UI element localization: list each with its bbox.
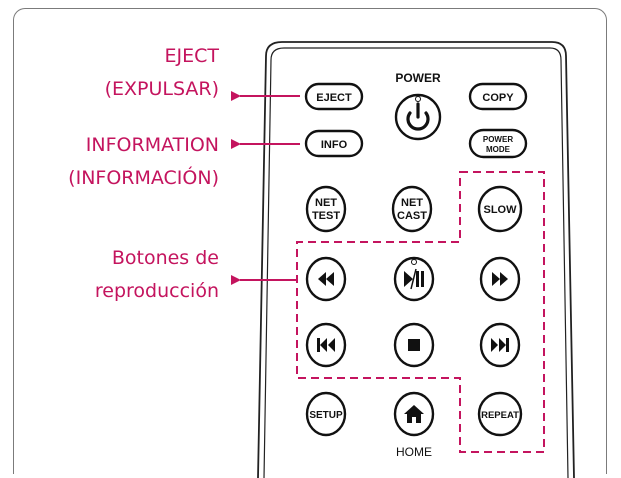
net-test-label-1: NET [315, 197, 337, 209]
fast-forward-icon [492, 272, 508, 286]
home-label: HOME [396, 445, 432, 459]
net-test-label-2: TEST [312, 210, 340, 222]
repeat-button-label: REPEAT [481, 410, 519, 421]
play-pause-led [411, 259, 417, 265]
power-mode-label-1: POWER [483, 135, 513, 144]
eject-callout: EJECT (EXPULSAR) [105, 47, 219, 99]
setup-button[interactable]: SETUP [305, 391, 347, 437]
playback-callout-line2: reproducción [94, 280, 219, 302]
playback-callout-line1: Botones de [111, 247, 219, 269]
slow-button[interactable]: SLOW [477, 185, 523, 233]
eject-callout-line2: (EXPULSAR) [104, 78, 219, 100]
skip-back-icon [317, 338, 335, 352]
playback-callout: Botones de reproducción [95, 249, 219, 301]
play-pause-icon [404, 268, 424, 290]
eject-button-label: EJECT [316, 92, 352, 104]
slow-button-label: SLOW [484, 204, 518, 216]
power-led [415, 96, 421, 102]
eject-button[interactable]: EJECT [304, 82, 364, 111]
diagram-frame [13, 8, 607, 474]
remote-body-inner [263, 47, 569, 478]
skip-forward-icon [491, 338, 509, 352]
info-callout-line2: (INFORMACIÓN) [68, 167, 219, 189]
remote-body [257, 41, 575, 478]
skip-back-button[interactable] [305, 322, 347, 368]
net-test-button[interactable]: NET TEST [305, 185, 347, 233]
info-callout-line1: INFORMATION [85, 134, 219, 156]
power-mode-button[interactable]: POWER MODE [468, 128, 528, 159]
playback-region-outline [296, 171, 545, 453]
power-label: POWER [395, 71, 441, 85]
info-button[interactable]: INFO [304, 129, 364, 158]
info-callout: INFORMATION (INFORMACIÓN) [68, 136, 219, 188]
rewind-icon [318, 272, 334, 286]
stop-icon [408, 339, 420, 351]
fast-forward-button[interactable] [479, 256, 521, 302]
skip-forward-button[interactable] [479, 322, 521, 368]
info-button-label: INFO [321, 139, 348, 151]
home-button[interactable] [393, 391, 435, 437]
copy-button-label: COPY [482, 92, 514, 104]
eject-callout-line1: EJECT [164, 45, 220, 67]
stop-button[interactable] [393, 322, 435, 368]
power-icon [406, 102, 430, 131]
rewind-button[interactable] [305, 256, 347, 302]
play-pause-button[interactable] [393, 256, 435, 302]
setup-button-label: SETUP [309, 410, 343, 421]
power-button[interactable] [394, 93, 442, 141]
copy-button[interactable]: COPY [468, 82, 528, 111]
net-cast-label-2: CAST [397, 210, 427, 222]
home-icon [404, 405, 424, 423]
net-cast-label-1: NET [401, 197, 423, 209]
repeat-button[interactable]: REPEAT [477, 391, 523, 437]
net-cast-button[interactable]: NET CAST [391, 185, 433, 233]
power-mode-label-2: MODE [486, 145, 511, 154]
